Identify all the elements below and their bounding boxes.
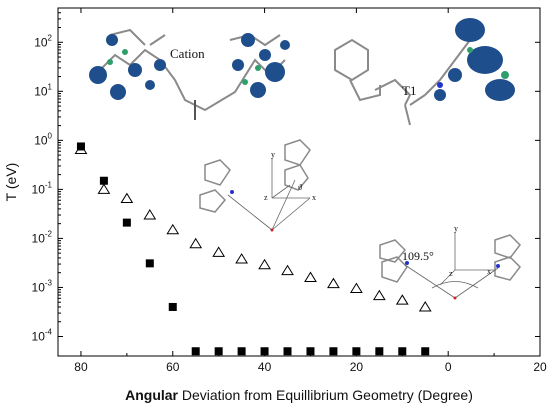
y-tick-base: 10 <box>32 329 46 343</box>
open-triangle-point <box>97 183 111 194</box>
open-triangle-point <box>304 271 317 282</box>
open-triangle-point <box>258 258 271 270</box>
x-axis-title-rest: Deviation from Equillibrium Geometry (De… <box>178 387 473 403</box>
inset-upper-x: x <box>312 193 316 202</box>
geometry-inset-lower <box>379 232 521 300</box>
x-tick-label: 60 <box>166 360 180 374</box>
open-triangle-point <box>418 301 432 312</box>
open-triangle-point <box>235 253 249 264</box>
inset-upper-y: y <box>271 150 275 159</box>
y-tick-exponent: -2 <box>45 229 53 238</box>
filled-square-point <box>329 347 338 356</box>
y-tick-label: 101 <box>34 82 52 98</box>
y-tick-exponent: 1 <box>48 82 53 91</box>
filled-square-point <box>375 347 384 356</box>
x-axis-title-bold: Angular <box>125 387 178 403</box>
geometry-inset-upper <box>199 139 311 232</box>
filled-square-point <box>168 302 177 311</box>
filled-square-point <box>191 347 200 356</box>
y-tick-label: 100 <box>34 131 52 147</box>
inset-upper-z: z <box>264 193 268 202</box>
y-tick-exponent: 0 <box>48 131 53 140</box>
open-triangle-point <box>166 223 180 235</box>
x-tick-label: 0 <box>445 360 452 374</box>
y-tick-base: 10 <box>34 133 48 147</box>
plot-frame <box>57 7 541 357</box>
y-tick-label: 10-3 <box>32 278 53 294</box>
filled-square-point <box>398 347 407 356</box>
y-tick-label: 102 <box>34 33 52 49</box>
open-triangle-point <box>74 143 88 155</box>
y-tick-exponent: -3 <box>45 278 53 287</box>
x-axis-title: Angular Deviation from Equillibrium Geom… <box>125 387 473 403</box>
x-tick-label: 20 <box>533 360 547 374</box>
open-triangle-point <box>143 209 157 220</box>
open-triangle-point <box>395 294 409 305</box>
inset-lower-x: x <box>487 267 491 276</box>
cation-label: Cation <box>170 46 205 61</box>
open-triangle-point <box>372 289 386 301</box>
filled-square-point <box>76 142 85 151</box>
y-tick-label: 10-1 <box>32 180 53 196</box>
y-tick-exponent: -1 <box>45 180 53 189</box>
x-tick-label: 20 <box>350 360 364 374</box>
inset-upper-theta: ϑ <box>298 183 302 192</box>
filled-square-point <box>421 347 430 356</box>
open-triangle-point <box>189 237 203 249</box>
open-triangle-point <box>327 277 340 289</box>
filled-square-point <box>214 347 223 356</box>
x-tick-label: 80 <box>74 360 88 374</box>
t1-orbital-illustration <box>334 18 515 126</box>
y-tick-base: 10 <box>32 231 46 245</box>
x-tick-label: 40 <box>258 360 272 374</box>
y-tick-base: 10 <box>34 84 48 98</box>
data-marks <box>74 142 432 356</box>
filled-square-point <box>352 347 361 356</box>
open-triangle-point <box>212 246 226 257</box>
filled-square-point <box>260 347 269 356</box>
y-tick-label: 10-2 <box>32 229 53 245</box>
open-triangle-point <box>120 192 134 204</box>
y-tick-label: 10-4 <box>32 327 53 343</box>
inset-lower-z: z <box>449 269 453 278</box>
y-tick-base: 10 <box>32 280 46 294</box>
open-triangle-point <box>349 282 363 294</box>
y-axis-title: T (eV) <box>3 163 19 202</box>
filled-square-point <box>306 347 315 356</box>
open-triangle-point <box>281 264 294 276</box>
y-tick-exponent: -4 <box>45 327 53 336</box>
ticks-layer <box>58 7 541 356</box>
filled-square-point <box>99 176 108 185</box>
y-tick-exponent: 2 <box>48 33 53 42</box>
cation-orbital-illustration <box>89 28 290 120</box>
t1-label: T1 <box>402 83 416 98</box>
y-tick-base: 10 <box>32 182 46 196</box>
filled-square-point <box>145 259 154 268</box>
inset-lower-y: y <box>454 224 458 233</box>
filled-square-point <box>237 347 246 356</box>
filled-square-point <box>283 347 292 356</box>
filled-square-point <box>122 218 131 227</box>
y-tick-base: 10 <box>34 35 48 49</box>
inset-lower-angle: 109.5° <box>402 249 434 263</box>
